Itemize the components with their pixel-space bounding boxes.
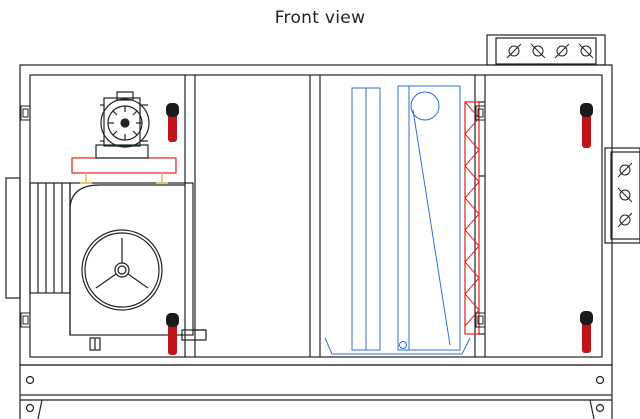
door-handle	[166, 313, 179, 355]
damper-box-top	[486, 34, 606, 66]
motor	[71, 91, 177, 174]
door-hinges	[20, 105, 486, 328]
motor-mounts	[80, 173, 168, 184]
door-handle	[166, 103, 179, 142]
door-handle	[580, 103, 593, 148]
base-frame	[19, 364, 613, 419]
fan-housing	[69, 182, 207, 351]
drawing-title: Front view	[274, 8, 366, 28]
bag-filter	[464, 101, 485, 335]
cooling-coil	[351, 85, 461, 351]
door-handle	[580, 311, 593, 353]
air-handling-unit-casing	[19, 64, 613, 366]
drain-pan	[324, 337, 471, 355]
damper-box-right	[604, 147, 640, 244]
inlet-duct	[5, 177, 71, 299]
fan-wheel	[81, 229, 163, 311]
door-handles	[166, 103, 593, 355]
